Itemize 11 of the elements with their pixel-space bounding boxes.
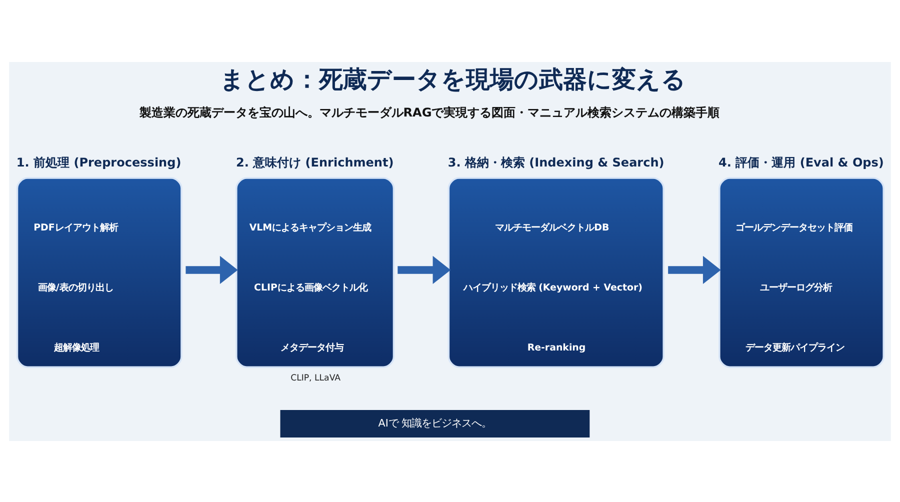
arrow bbox=[668, 255, 721, 284]
node-label: 2. 意味付け (Enrichment) bbox=[236, 155, 394, 170]
diagram-title: まとめ：死蔵データを現場の武器に変える bbox=[220, 64, 686, 93]
arrow bbox=[398, 255, 451, 284]
node-label: 1. 前処理 (Preprocessing) bbox=[16, 155, 182, 170]
node-label: 3. 格納・検索 (Indexing & Search) bbox=[448, 155, 664, 170]
node-label: 4. 評価・運用 (Eval & Ops) bbox=[718, 155, 884, 170]
label: 製造業の死蔵データを宝の山へ。マルチモーダルRAGで実現する図面・マニュアル検索システムの構築手順 bbox=[139, 105, 720, 120]
node-label: CLIP, LLaVA bbox=[290, 372, 341, 383]
label: AIで 知識をビジネスへ。 bbox=[378, 416, 492, 429]
arrow bbox=[186, 255, 238, 284]
